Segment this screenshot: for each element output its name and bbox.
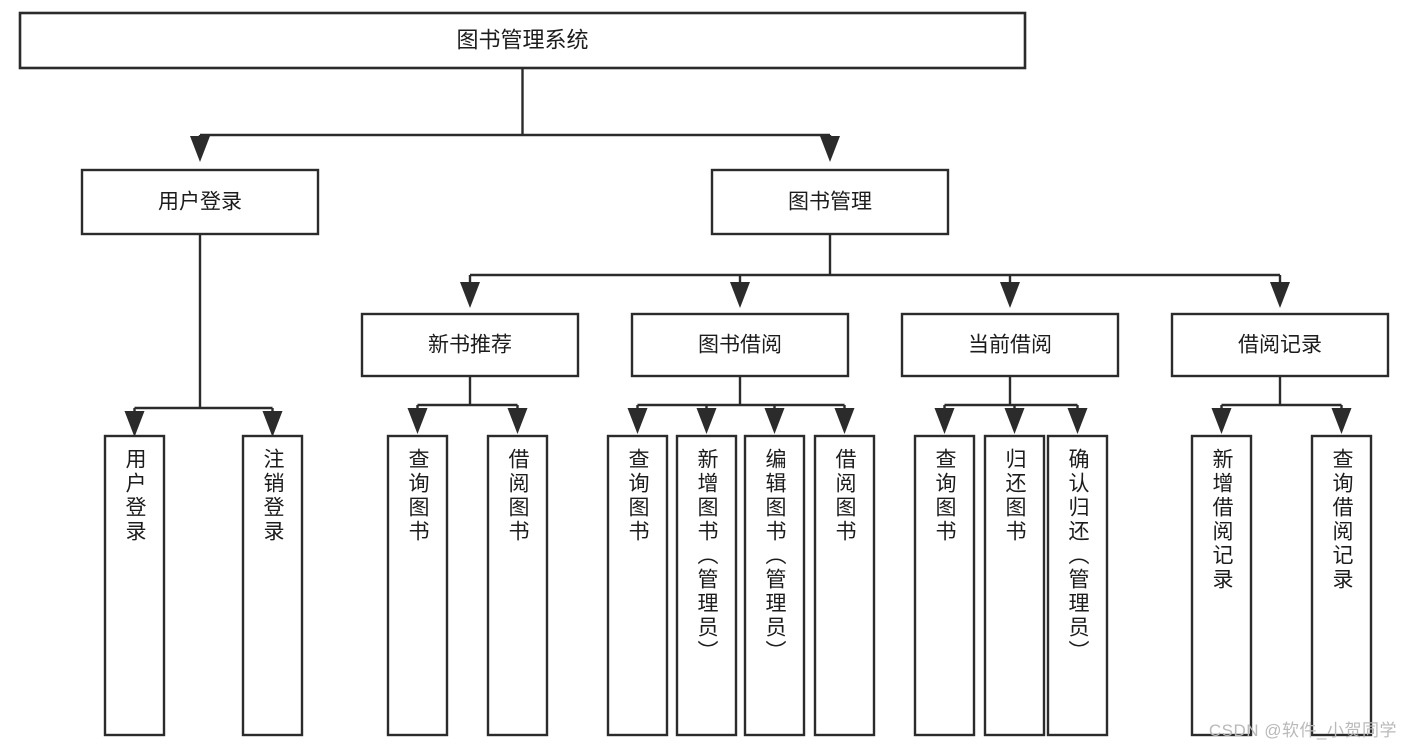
arrow-to-查询图书-8 — [934, 408, 955, 434]
connector-layer — [124, 68, 1352, 437]
arrow-to-确认归还管理员-10 — [1067, 408, 1088, 434]
node-box-借阅记录[interactable] — [1170, 312, 1390, 378]
arrow-to-新书推荐 — [460, 282, 480, 308]
arrow-to-借阅图书-7 — [834, 408, 855, 434]
arrow-to-新增图书管理员-5 — [696, 408, 717, 434]
node-box-用户登录[interactable] — [103, 434, 166, 737]
node-label-图书借阅: 图书借阅 — [698, 334, 782, 357]
node-box-新增借阅记录[interactable] — [1190, 434, 1253, 737]
node-box-图书管理[interactable] — [710, 168, 950, 236]
node-box-确认归还管理员[interactable] — [1046, 434, 1109, 737]
arrow-to-图书借阅 — [730, 282, 750, 308]
node-box-新书推荐[interactable] — [360, 312, 580, 378]
arrow-to-用户登录 — [190, 136, 210, 162]
node-box-编辑图书管理员[interactable] — [743, 434, 806, 737]
arrow-to-用户登录-0 — [124, 411, 145, 437]
node-box-借阅图书[interactable] — [486, 434, 549, 737]
node-box-当前借阅[interactable] — [900, 312, 1120, 378]
node-label-图书管理系统: 图书管理系统 — [456, 27, 588, 52]
node-box-layer — [18, 11, 1390, 737]
arrow-to-归还图书-9 — [1004, 408, 1025, 434]
node-box-图书管理系统[interactable] — [18, 11, 1027, 70]
arrow-to-借阅图书-3 — [507, 408, 528, 434]
arrow-to-借阅记录 — [1270, 282, 1290, 308]
node-box-新增图书管理员[interactable] — [675, 434, 738, 737]
node-box-查询图书[interactable] — [386, 434, 449, 737]
node-box-查询借阅记录[interactable] — [1310, 434, 1373, 737]
node-box-借阅图书[interactable] — [813, 434, 876, 737]
arrow-to-查询图书-4 — [627, 408, 648, 434]
node-label-新书推荐: 新书推荐 — [428, 334, 512, 357]
arrow-to-注销登录-1 — [262, 411, 283, 437]
arrow-to-查询借阅记录-12 — [1331, 408, 1352, 434]
node-box-查询图书[interactable] — [913, 434, 976, 737]
node-box-查询图书[interactable] — [606, 434, 669, 737]
node-box-图书借阅[interactable] — [630, 312, 850, 378]
arrow-to-图书管理 — [820, 136, 840, 162]
arrow-to-编辑图书管理员-6 — [764, 408, 785, 434]
csdn-watermark: CSDN @软件_小贺同学 — [1208, 721, 1397, 740]
arrow-to-查询图书-2 — [407, 408, 428, 434]
node-label-当前借阅: 当前借阅 — [968, 334, 1052, 357]
arrow-to-新增借阅记录-11 — [1211, 408, 1232, 434]
node-label-借阅记录: 借阅记录 — [1238, 334, 1322, 357]
node-box-注销登录[interactable] — [241, 434, 304, 737]
node-box-用户登录[interactable] — [80, 168, 320, 236]
node-label-用户登录: 用户登录 — [158, 191, 242, 214]
node-box-归还图书[interactable] — [983, 434, 1046, 737]
arrow-to-当前借阅 — [1000, 282, 1020, 308]
node-label-图书管理: 图书管理 — [788, 191, 872, 214]
